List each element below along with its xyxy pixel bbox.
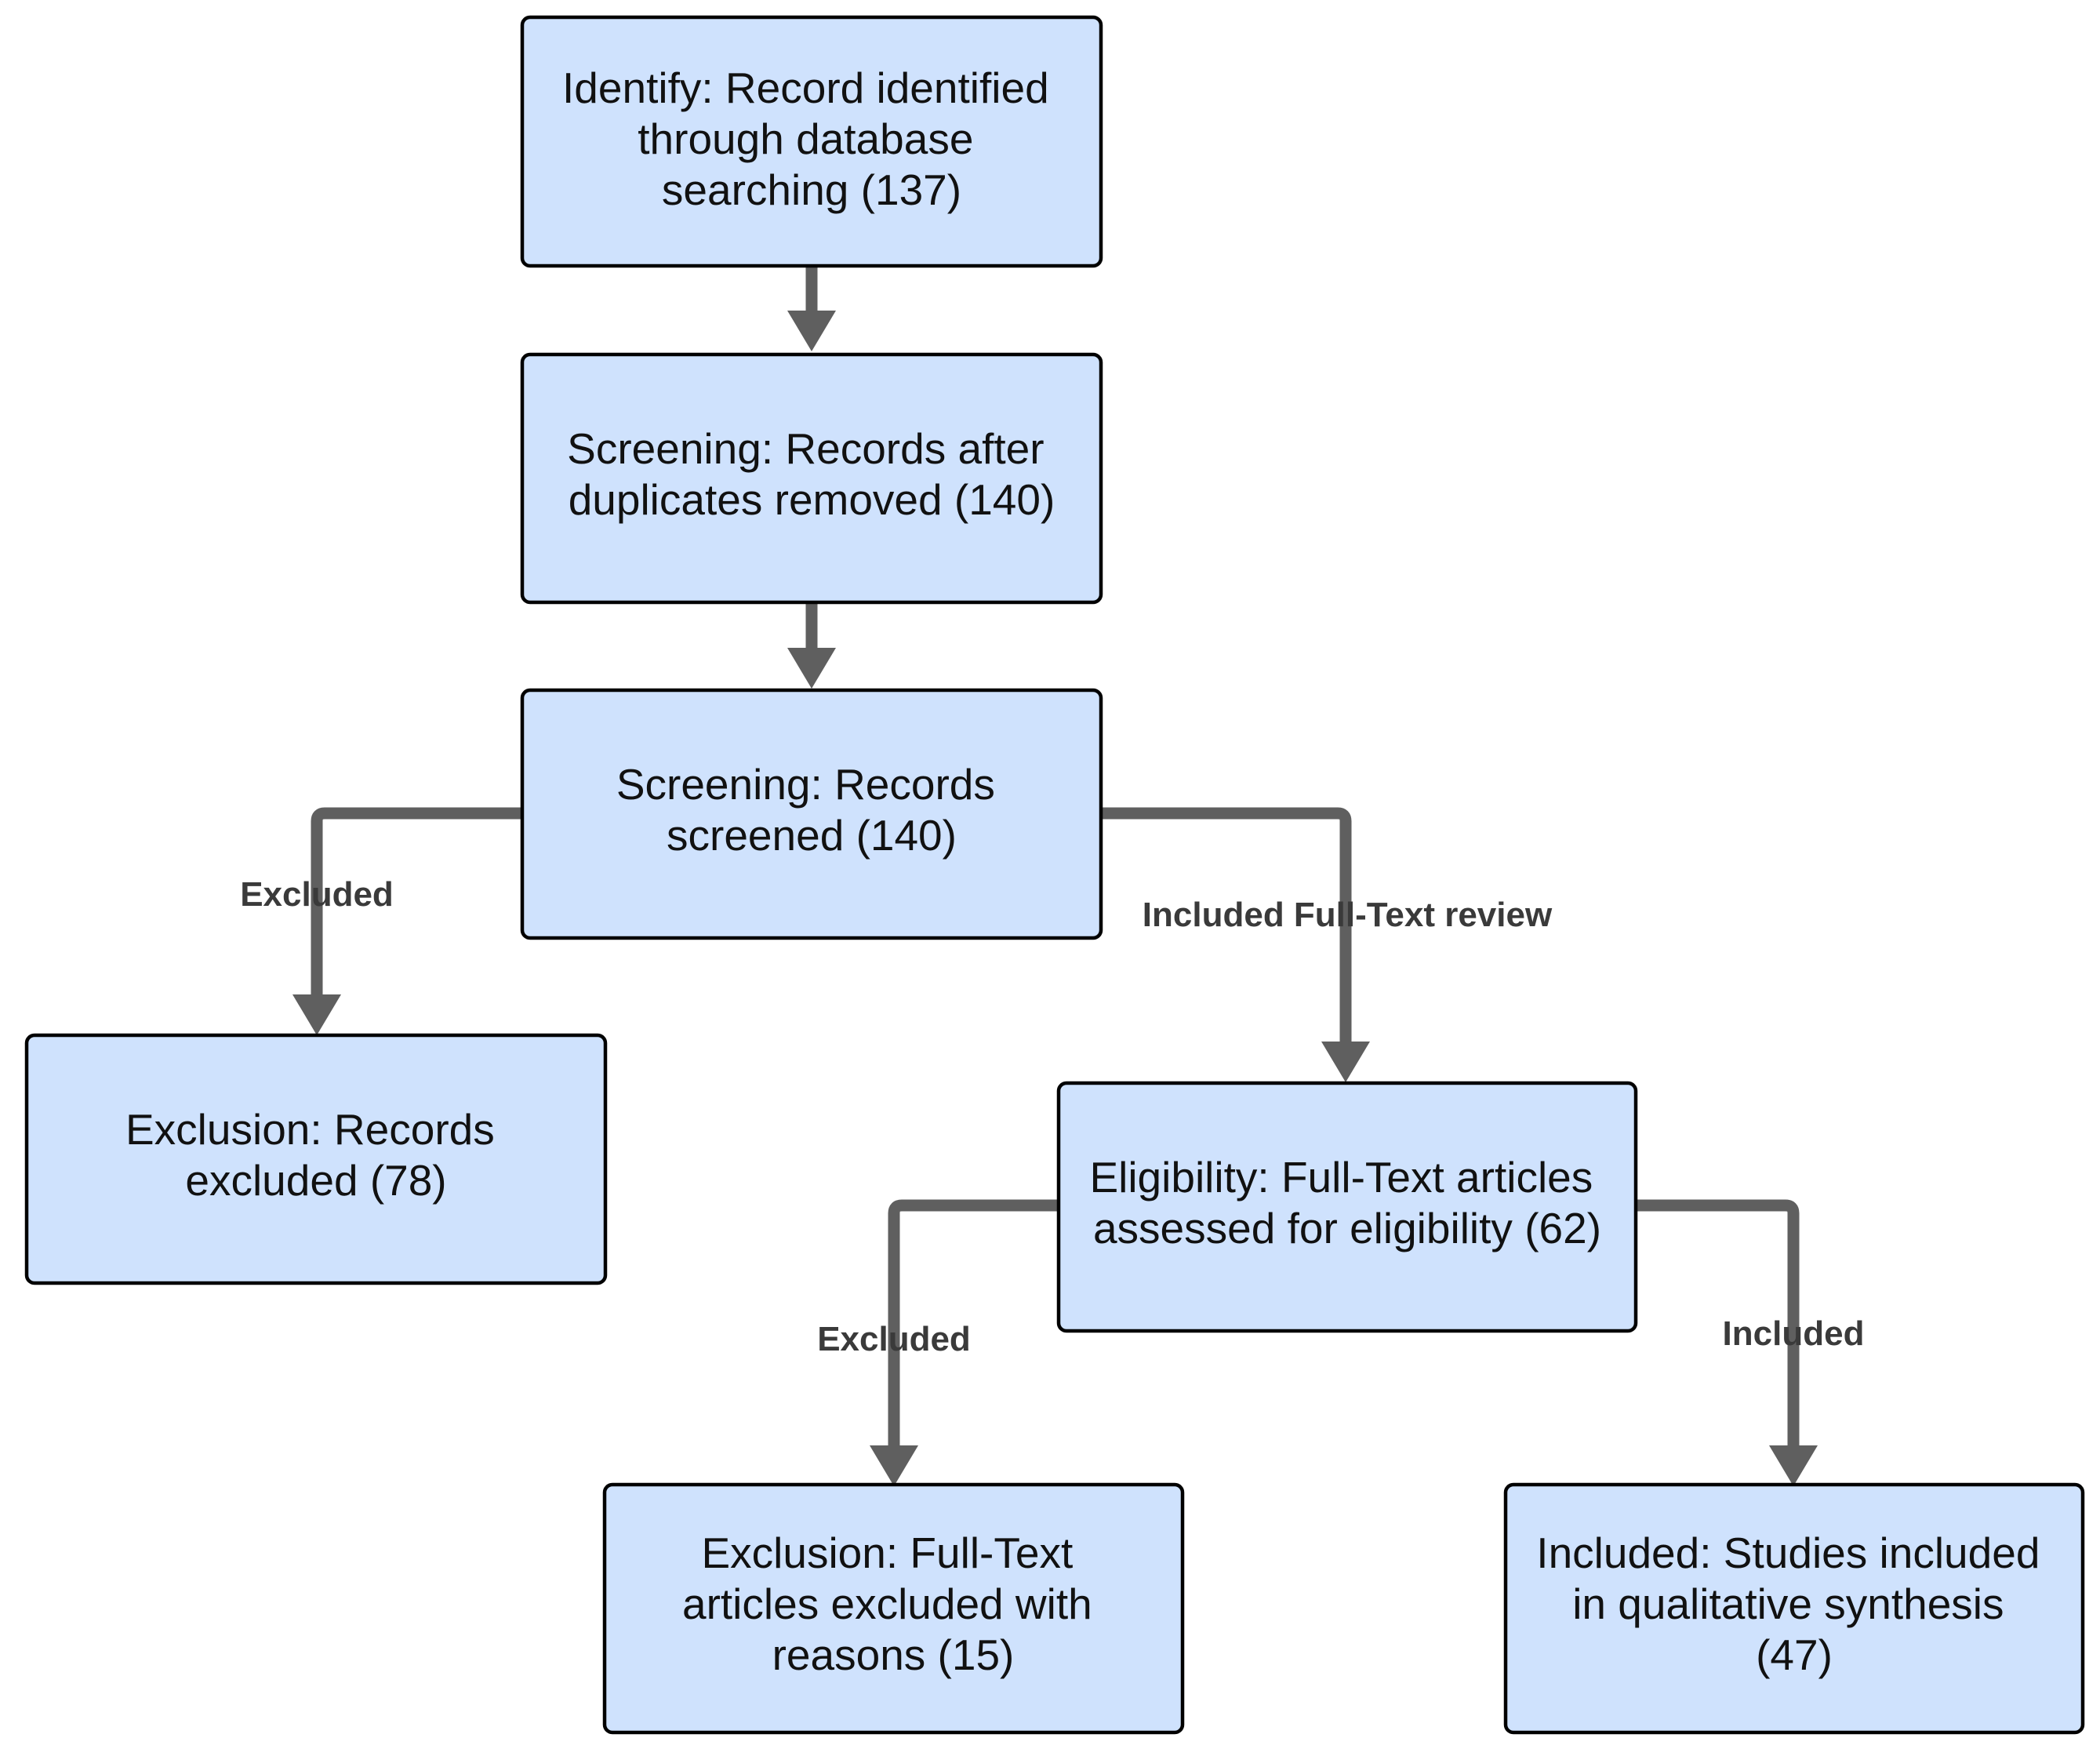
node-text: Screening: Records screened (140) xyxy=(616,760,1007,860)
edge-eligibility-to-included: Included xyxy=(1636,1199,1865,1486)
arrowhead-icon xyxy=(870,1445,918,1486)
node-screened: Screening: Records screened (140) xyxy=(520,688,1103,940)
node-text: Included: Studies included in qualitativ… xyxy=(1536,1529,2051,1679)
node-box xyxy=(520,688,1103,940)
node-excluded2: Exclusion: Full-Text articles excluded w… xyxy=(602,1482,1185,1735)
arrowhead-icon xyxy=(292,994,341,1035)
edge-line xyxy=(888,1199,1059,1447)
edge-label-included: Included xyxy=(1723,1314,1865,1353)
edge-dedup-to-screened xyxy=(787,602,836,689)
edge-label-excluded: Excluded xyxy=(240,875,394,914)
arrowhead-icon xyxy=(787,648,836,689)
node-eligibility: Eligibility: Full-Text articles assessed… xyxy=(1056,1081,1638,1333)
node-text: Exclusion: Records excluded (78) xyxy=(125,1105,507,1205)
edge-line xyxy=(1101,807,1352,1043)
edge-line xyxy=(1636,1199,1800,1447)
edge-label-excluded: Excluded xyxy=(817,1320,971,1358)
arrowhead-icon xyxy=(1321,1042,1370,1082)
node-excluded1: Exclusion: Records excluded (78) xyxy=(24,1033,608,1285)
node-text: Identify: Record identified through data… xyxy=(562,64,1061,214)
arrowhead-icon xyxy=(787,311,836,351)
node-text: Eligibility: Full-Text articles assessed… xyxy=(1089,1153,1604,1252)
node-box xyxy=(602,1482,1185,1735)
node-dedup: Screening: Records after duplicates remo… xyxy=(520,352,1103,605)
node-text: Screening: Records after duplicates remo… xyxy=(567,424,1056,524)
node-box xyxy=(1503,1482,2085,1735)
edge-identify-to-dedup xyxy=(787,267,836,351)
edge-screened-to-excluded1: Excluded xyxy=(240,807,522,1035)
node-box xyxy=(24,1033,608,1285)
edge-line xyxy=(311,807,522,996)
node-box xyxy=(520,15,1103,268)
node-box xyxy=(1056,1081,1638,1333)
node-text: Exclusion: Full-Text articles excluded w… xyxy=(682,1529,1104,1679)
arrowhead-icon xyxy=(1769,1445,1818,1486)
edge-label-included-full-text-review: Included Full-Text review xyxy=(1143,896,1553,934)
node-identify: Identify: Record identified through data… xyxy=(520,15,1103,268)
node-box xyxy=(520,352,1103,605)
node-included: Included: Studies included in qualitativ… xyxy=(1503,1482,2085,1735)
edge-screened-to-eligibility: Included Full-Text review xyxy=(1101,807,1553,1082)
edge-eligibility-to-excluded2: Excluded xyxy=(817,1199,1059,1486)
